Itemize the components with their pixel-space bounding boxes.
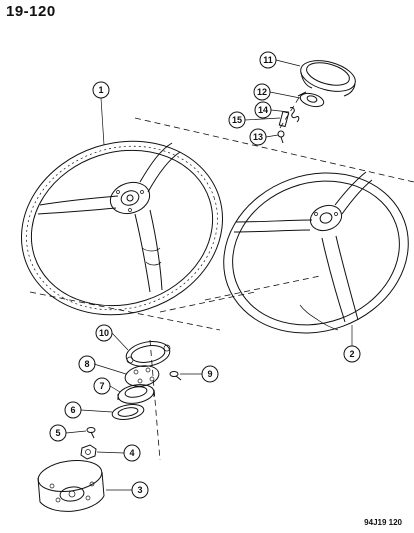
svg-text:15: 15 — [232, 115, 242, 125]
bolt — [277, 130, 285, 144]
horn-pad — [300, 60, 356, 97]
callout-12: 12 — [253, 83, 271, 101]
svg-text:5: 5 — [55, 428, 60, 438]
alignment-lines — [29, 95, 414, 461]
callout-2: 2 — [343, 345, 361, 363]
callout-3: 3 — [131, 481, 149, 499]
svg-text:4: 4 — [129, 448, 134, 458]
steering-wheel-left — [20, 140, 224, 316]
figure-reference: 94J19 120 — [364, 518, 402, 527]
svg-text:8: 8 — [84, 359, 89, 369]
svg-text:10: 10 — [99, 328, 109, 338]
pin — [278, 110, 290, 128]
callout-7: 7 — [93, 377, 111, 395]
svg-text:9: 9 — [207, 369, 212, 379]
svg-text:14: 14 — [258, 105, 268, 115]
ring-6 — [111, 404, 145, 420]
callout-5: 5 — [49, 424, 67, 442]
screw-9 — [169, 371, 182, 381]
callout-14: 14 — [254, 101, 272, 119]
callout-13: 13 — [249, 128, 267, 146]
svg-text:13: 13 — [253, 132, 263, 142]
callout-4: 4 — [123, 444, 141, 462]
callouts: 1 2 3 4 5 6 7 8 9 10 11 12 13 14 15 — [49, 51, 361, 499]
ring-7 — [117, 384, 155, 404]
wheel-hub — [37, 459, 105, 512]
callout-1: 1 — [92, 81, 110, 99]
ring-10 — [125, 341, 171, 367]
nut — [80, 444, 97, 460]
screw-5 — [86, 427, 96, 439]
callout-10: 10 — [95, 324, 113, 342]
spring — [289, 107, 300, 123]
callout-9: 9 — [201, 365, 219, 383]
plate-8 — [124, 365, 160, 387]
steering-wheel-right — [223, 171, 409, 334]
svg-text:1: 1 — [98, 85, 103, 95]
svg-text:11: 11 — [263, 55, 273, 65]
leader-lines — [65, 59, 353, 491]
svg-text:3: 3 — [137, 485, 142, 495]
svg-text:6: 6 — [70, 405, 75, 415]
callout-6: 6 — [64, 401, 82, 419]
svg-text:2: 2 — [349, 349, 354, 359]
callout-8: 8 — [78, 355, 96, 373]
callout-15: 15 — [228, 111, 246, 129]
page-number: 19-120 — [6, 3, 56, 20]
horn-contact — [297, 91, 325, 108]
callout-11: 11 — [259, 51, 277, 69]
svg-text:7: 7 — [99, 381, 104, 391]
svg-text:12: 12 — [257, 87, 267, 97]
